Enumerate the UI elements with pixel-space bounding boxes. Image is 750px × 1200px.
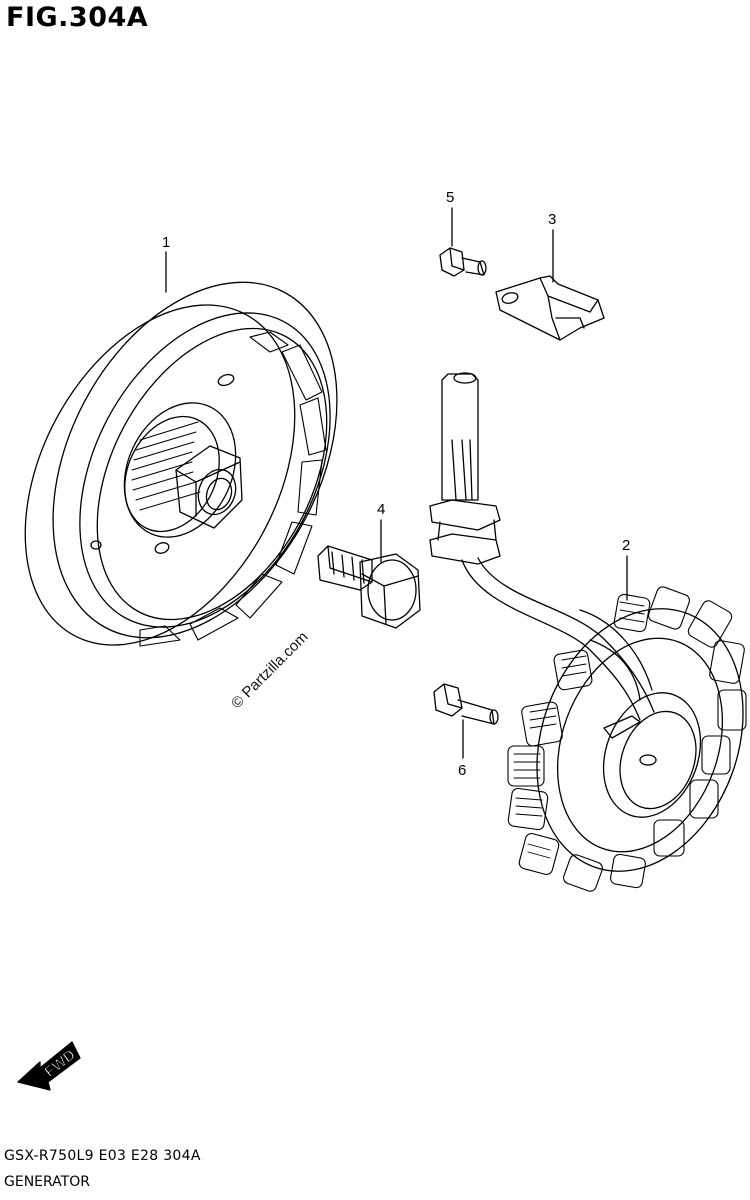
rotor-flywheel-icon <box>24 281 338 647</box>
footer-code: GSX-R750L9 E03 E28 304A <box>4 1148 201 1164</box>
callout-1-label: 1 <box>162 234 170 251</box>
wire-clamp-icon <box>495 275 605 341</box>
callout-2-label: 2 <box>622 537 630 554</box>
callout-4-label: 4 <box>377 501 385 518</box>
callout-3-label: 3 <box>548 211 556 228</box>
fwd-arrow-icon: FWD <box>17 1041 81 1091</box>
fig-title: FIG.304A <box>6 2 149 33</box>
rotor-bolt-icon <box>317 545 421 629</box>
callout-6-label: 6 <box>458 762 466 779</box>
clamp-screw-icon <box>439 247 487 277</box>
stator-coil-icon <box>429 372 747 892</box>
stator-screw-icon <box>433 683 499 725</box>
callout-5-label: 5 <box>446 189 454 206</box>
footer-name: GENERATOR <box>4 1174 90 1190</box>
